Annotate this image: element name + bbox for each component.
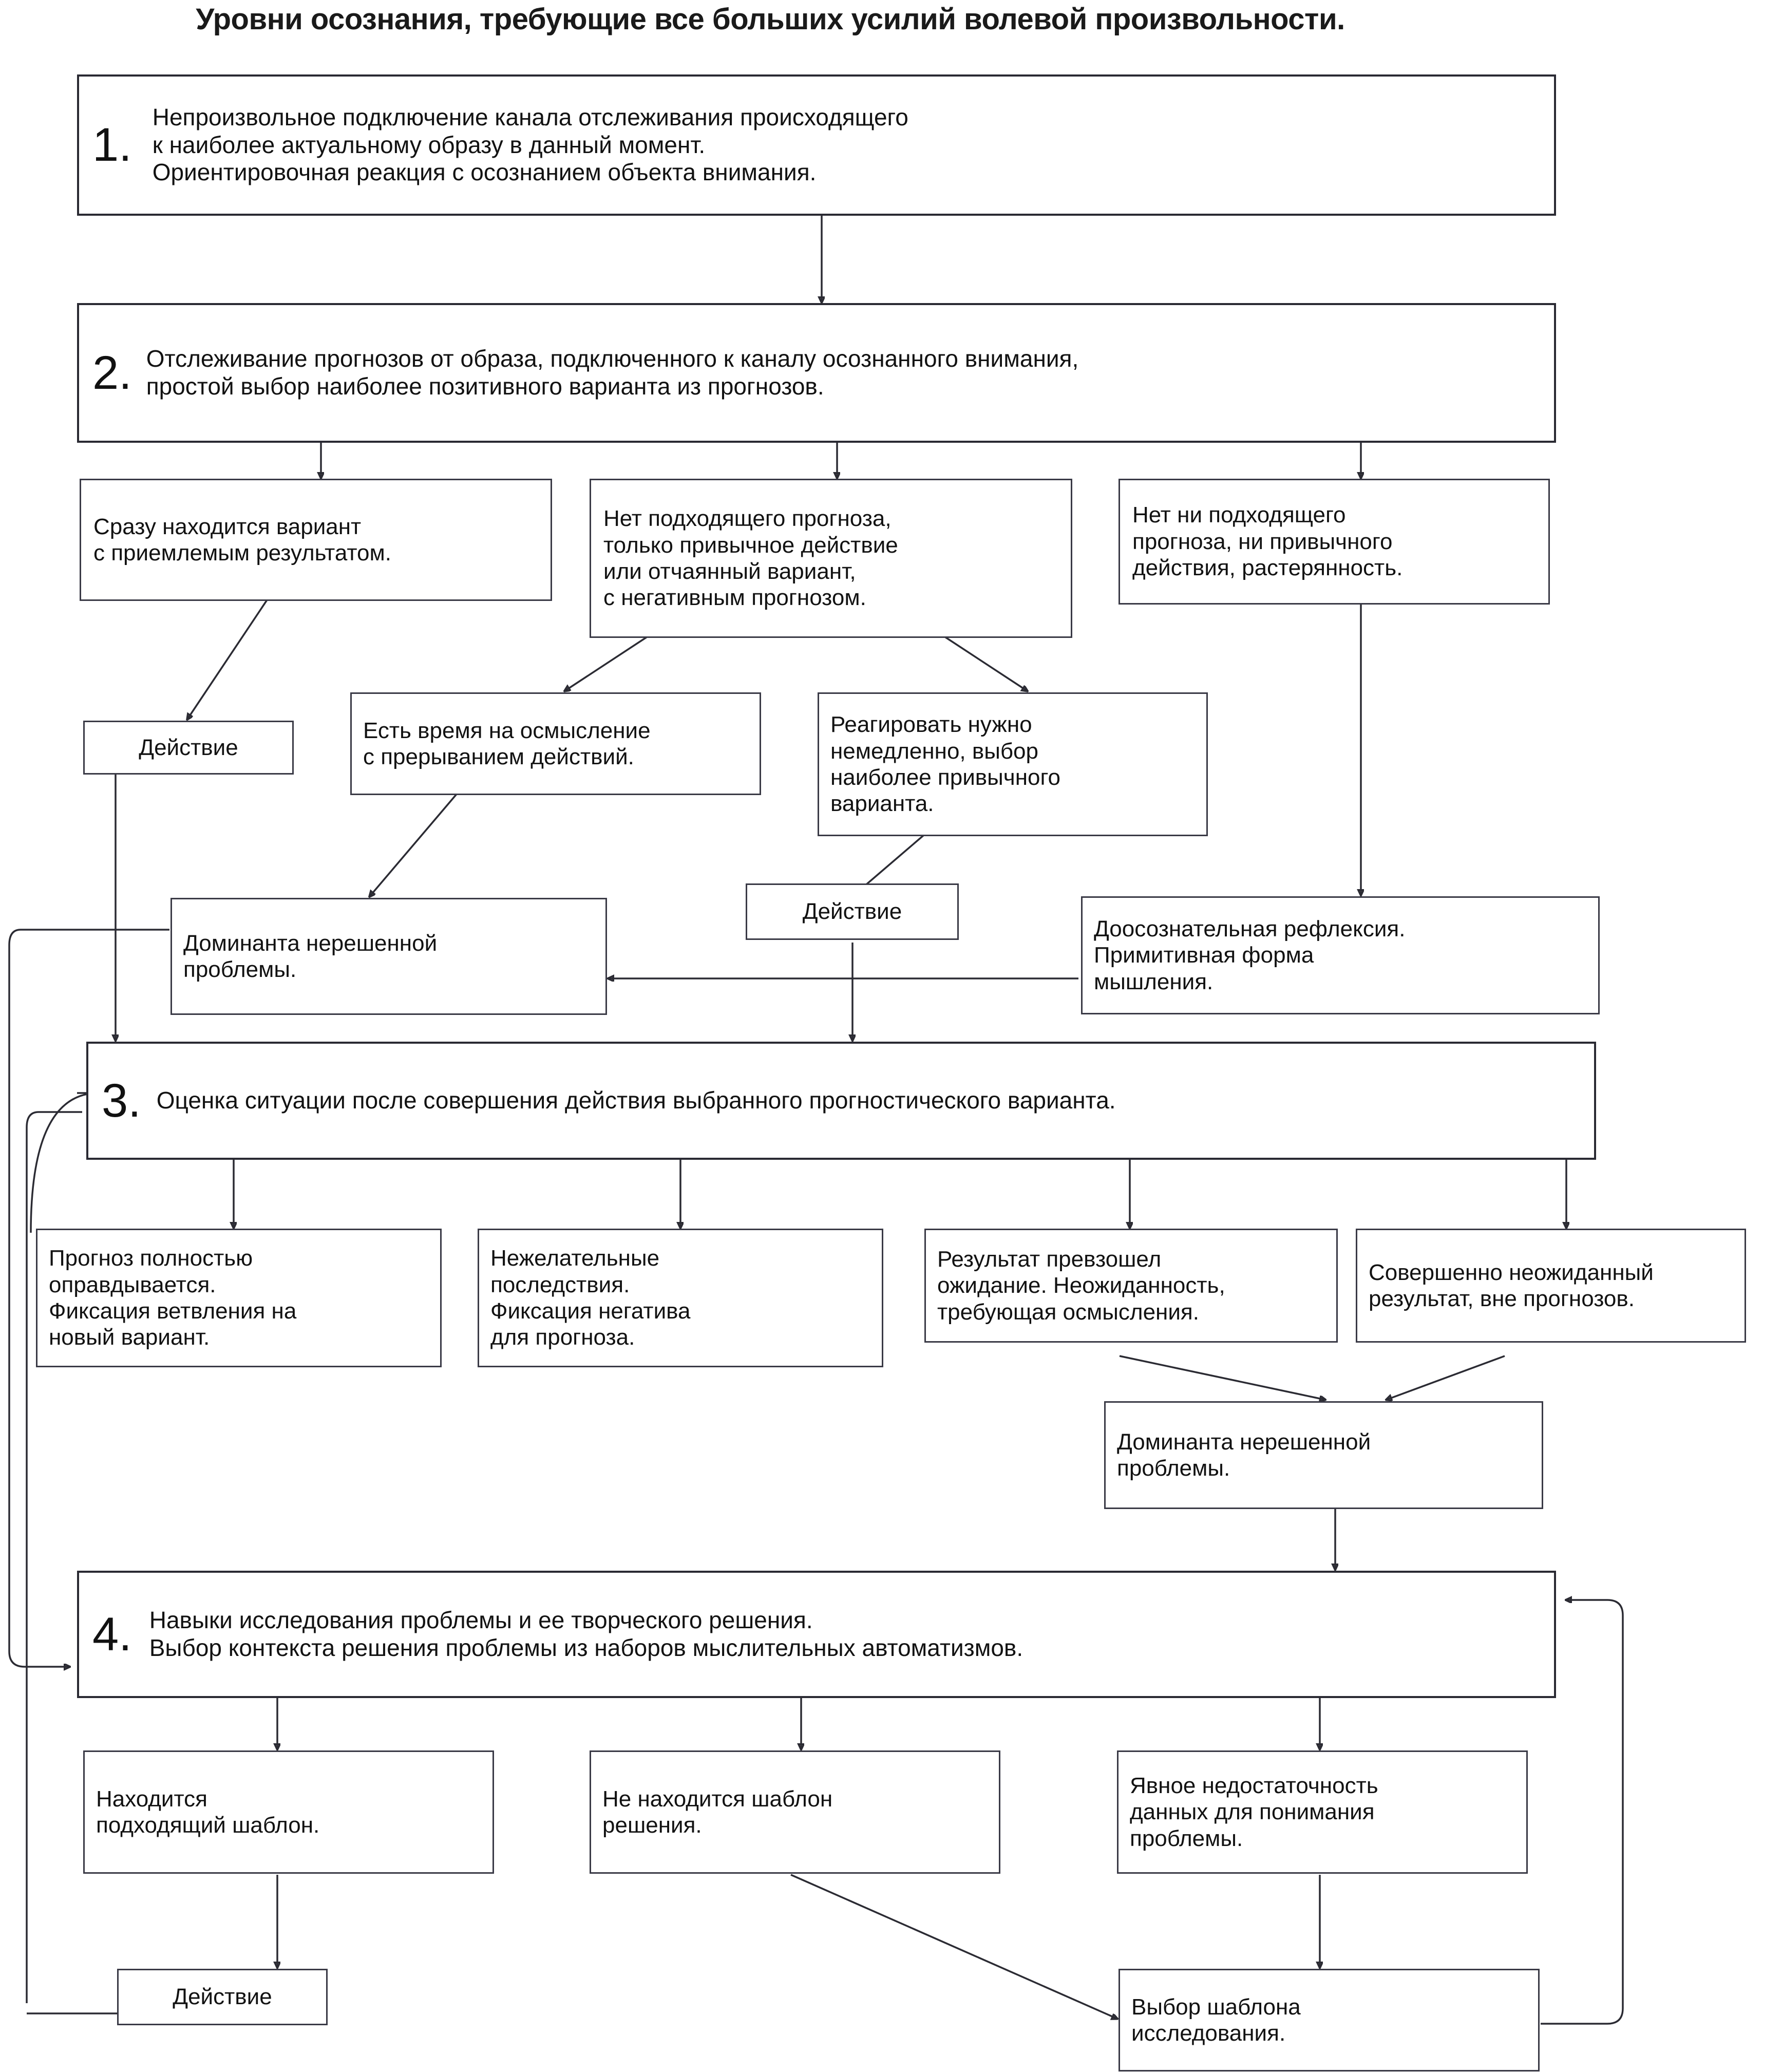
node-immediate-acceptable-variant[interactable]: Сразу находится вариант с приемлемым рез… [80, 479, 552, 601]
node-template-found[interactable]: Находится подходящий шаблон. [83, 1750, 494, 1874]
node-text: Доосознательная рефлексия. Примитивная ф… [1094, 916, 1406, 994]
node-no-suitable-forecast[interactable]: Нет подходящего прогноза, только привычн… [590, 479, 1072, 638]
node-react-immediately[interactable]: Реагировать нужно немедленно, выбор наиб… [818, 692, 1208, 836]
node-text: Реагировать нужно немедленно, выбор наиб… [830, 712, 1061, 817]
level-4-text: Навыки исследования проблемы и ее творче… [149, 1607, 1023, 1661]
node-insufficient-data[interactable]: Явное недостаточность данных для пониман… [1117, 1750, 1528, 1874]
node-template-not-found[interactable]: Не находится шаблон решения. [590, 1750, 1000, 1874]
level-3-text: Оценка ситуации после совершения действи… [156, 1087, 1116, 1114]
node-text: Нежелательные последствия. Фиксация нега… [490, 1246, 691, 1350]
node-text: Совершенно неожиданный результат, вне пр… [1369, 1259, 1654, 1311]
level-3-number: 3. [102, 1074, 141, 1127]
node-text: Результат превзошел ожидание. Неожиданно… [937, 1246, 1225, 1325]
node-no-forecast-no-habit[interactable]: Нет ни подходящего прогноза, ни привычно… [1119, 479, 1550, 605]
node-action-3[interactable]: Действие [117, 1969, 328, 2025]
level-2-box[interactable]: 2. Отслеживание прогнозов от образа, под… [77, 303, 1556, 443]
node-forecast-fully-justified[interactable]: Прогноз полностью оправдывается. Фиксаци… [36, 1229, 442, 1367]
node-text: Доминанта нерешенной проблемы. [183, 930, 438, 982]
node-preconscious-reflection[interactable]: Доосознательная рефлексия. Примитивная ф… [1081, 896, 1600, 1014]
node-text: Действие [173, 1984, 272, 2010]
level-2-number: 2. [92, 346, 132, 399]
node-text: Доминанта нерешенной проблемы. [1117, 1429, 1371, 1481]
level-1-box[interactable]: 1. Непроизвольное подключение канала отс… [77, 74, 1556, 216]
node-text: Не находится шаблон решения. [602, 1786, 833, 1838]
page-title: Уровни осознания, требующие все больших … [196, 3, 1345, 36]
node-action-2[interactable]: Действие [746, 883, 959, 940]
node-text: Нет ни подходящего прогноза, ни привычно… [1132, 502, 1403, 581]
node-text: Явное недостаточность данных для пониман… [1130, 1773, 1378, 1851]
node-text: Действие [139, 734, 238, 760]
node-undesirable-consequences[interactable]: Нежелательные последствия. Фиксация нега… [478, 1229, 883, 1367]
node-text: Есть время на осмысление с прерыванием д… [363, 718, 651, 769]
node-select-research-template[interactable]: Выбор шаблона исследования. [1119, 1969, 1540, 2071]
node-dominant-unsolved-problem-2[interactable]: Доминанта нерешенной проблемы. [1104, 1401, 1543, 1509]
node-time-for-reflection[interactable]: Есть время на осмысление с прерыванием д… [350, 692, 761, 795]
node-text: Находится подходящий шаблон. [96, 1786, 320, 1838]
node-completely-unexpected-result[interactable]: Совершенно неожиданный результат, вне пр… [1356, 1229, 1746, 1343]
node-text: Действие [802, 899, 902, 925]
node-text: Нет подходящего прогноза, только привычн… [603, 506, 898, 611]
node-dominant-unsolved-problem-1[interactable]: Доминанта нерешенной проблемы. [170, 898, 607, 1015]
level-2-text: Отслеживание прогнозов от образа, подклю… [146, 345, 1079, 400]
node-text: Сразу находится вариант с приемлемым рез… [93, 514, 391, 566]
node-result-exceeded-expectation[interactable]: Результат превзошел ожидание. Неожиданно… [924, 1229, 1338, 1343]
level-1-text: Непроизвольное подключение канала отслеж… [152, 103, 908, 186]
level-1-number: 1. [92, 119, 132, 172]
node-action-1[interactable]: Действие [83, 721, 294, 775]
level-3-box[interactable]: 3. Оценка ситуации после совершения дейс… [86, 1042, 1596, 1160]
level-4-box[interactable]: 4. Навыки исследования проблемы и ее тво… [77, 1571, 1556, 1698]
node-text: Выбор шаблона исследования. [1131, 1994, 1301, 2046]
node-text: Прогноз полностью оправдывается. Фиксаци… [49, 1246, 297, 1350]
level-4-number: 4. [92, 1608, 132, 1661]
